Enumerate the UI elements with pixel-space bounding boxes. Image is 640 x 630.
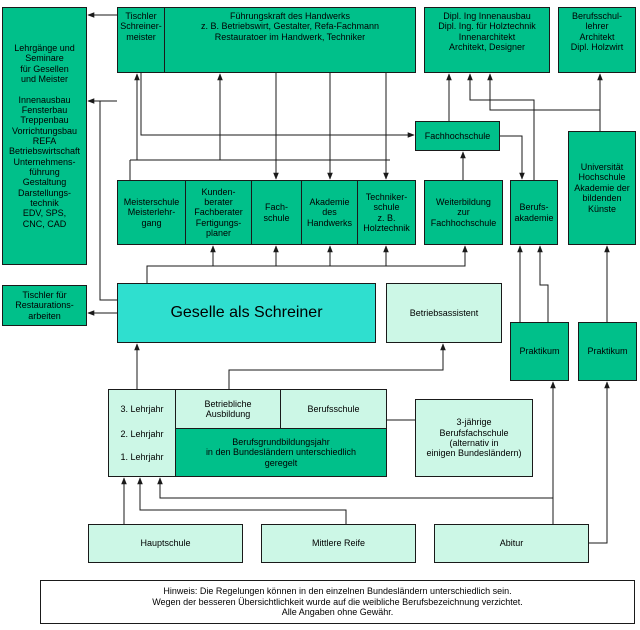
box-meisterschule: Meisterschule Meisterlehr- gang (117, 180, 186, 245)
box-akademie-handwerk: Akademie des Handwerks (301, 180, 358, 245)
box-praktikum-2: Praktikum (578, 322, 637, 381)
box-berufsgrundbildungsjahr: Berufsgrundbildungsjahr in den Bundeslän… (175, 428, 387, 477)
label-lehrjahr-2: 2. Lehrjahr (120, 428, 164, 439)
box-geselle: Geselle als Schreiner (117, 283, 376, 343)
label-lehrjahr-3: 3. Lehrjahr (120, 403, 164, 414)
box-tischler-restauration: Tischler für Restaurations- arbeiten (2, 285, 87, 326)
box-praktikum-1: Praktikum (510, 322, 569, 381)
note-box: Hinweis: Die Regelungen können in den ei… (40, 580, 635, 624)
box-fachhochschule: Fachhochschule (415, 121, 500, 151)
box-universitaet: Universität Hochschule Akademie der bild… (568, 131, 636, 245)
box-fuehrungskraft: Führungskraft des Handwerks z. B. Betrie… (164, 7, 416, 73)
box-weiterbildung-fh: Weiterbildung zur Fachhochschule (424, 180, 503, 245)
box-technikerschule: Techniker- schule z. B. Holztechnik (357, 180, 416, 245)
box-innenarchitekt: Dipl. Ing Innenausbau Dipl. Ing. für Hol… (424, 7, 550, 73)
box-tischlermeister: Tischler Schreiner- meister (117, 7, 165, 73)
box-fachschule: Fach- schule (251, 180, 302, 245)
box-berufsschule: Berufsschule (280, 389, 387, 429)
box-lehrgaenge: Lehrgänge und Seminare für Gesellen und … (2, 7, 87, 265)
box-berufsakademie: Berufs- akademie (510, 180, 558, 245)
box-betriebsassistent: Betriebsassistent (386, 283, 502, 343)
box-berufsschullehrer: Berufsschul- lehrer Architekt Dipl. Holz… (558, 7, 636, 73)
box-berufsfachschule: 3-jährige Berufsfachschule (alternativ i… (415, 399, 533, 477)
box-hauptschule: Hauptschule (88, 524, 243, 563)
box-kundenberater: Kunden- berater Fachberater Fertigungs- … (185, 180, 252, 245)
label-lehrjahr-1: 1. Lehrjahr (120, 451, 164, 462)
box-betriebliche-ausbildung: Betriebliche Ausbildung (175, 389, 281, 429)
box-abitur: Abitur (434, 524, 589, 563)
box-mittlere-reife: Mittlere Reife (261, 524, 416, 563)
